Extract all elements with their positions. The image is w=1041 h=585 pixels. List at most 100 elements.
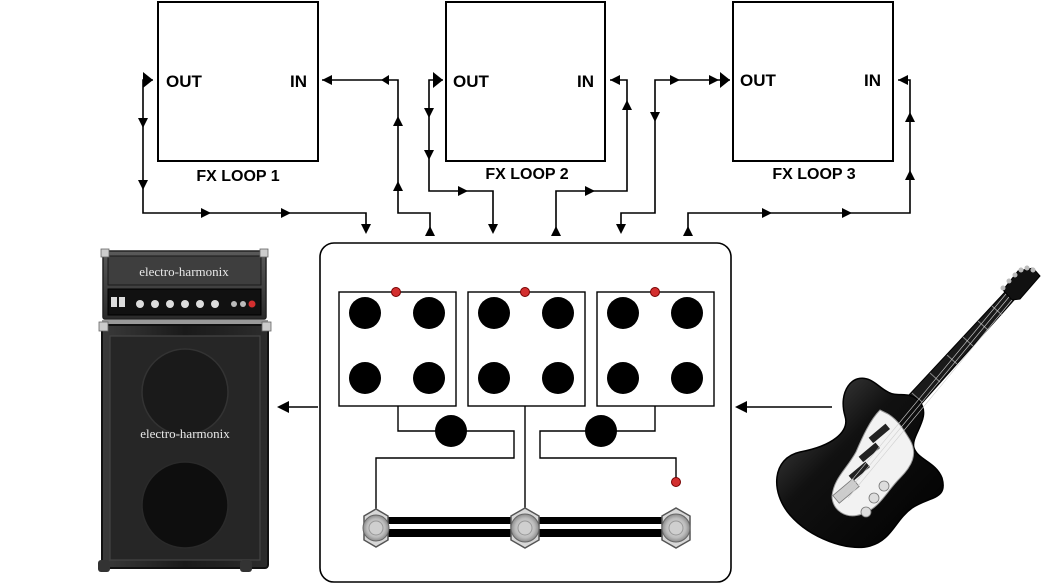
arrow-icon	[381, 75, 389, 85]
knob-icon	[181, 300, 189, 308]
arrow-icon	[670, 75, 680, 85]
tuning-pegs	[1000, 265, 1036, 291]
control-knobs	[860, 480, 890, 518]
arrow-icon	[424, 108, 434, 118]
switch-icon	[240, 301, 246, 307]
arrow-icon	[585, 186, 595, 196]
jack-icon	[542, 362, 574, 394]
arrow-icon	[610, 75, 620, 85]
jack-icon	[478, 362, 510, 394]
arrow-icon	[616, 224, 626, 234]
fx-loop-1-in-label: IN	[290, 72, 307, 91]
knob-icon	[211, 300, 219, 308]
arrow-icon	[898, 75, 908, 85]
fx-loop-2-box	[445, 1, 606, 162]
corner-cap-icon	[100, 248, 110, 258]
bridge-icon	[832, 478, 860, 504]
pickup-icon	[868, 423, 890, 444]
arrow-icon	[138, 118, 148, 128]
fx-loop-1-out-label: OUT	[166, 72, 203, 91]
cab-foot-icon	[98, 560, 110, 572]
input-jack-icon	[111, 297, 117, 307]
fx-loop-3-out-label: OUT	[740, 71, 777, 90]
arrow-icon	[488, 224, 498, 234]
flow-arrows	[138, 72, 915, 236]
led-indicator	[650, 287, 660, 297]
jack-panel-2	[467, 287, 586, 407]
fx-loop-3-name: FX LOOP 3	[772, 166, 855, 183]
knob-icon	[435, 415, 467, 447]
guitar-frets	[911, 305, 1003, 403]
knob-icon	[151, 300, 159, 308]
footswitch-1[interactable]	[362, 508, 390, 548]
arrow-icon	[143, 72, 153, 88]
knob-icon	[860, 506, 872, 518]
arrow-icon	[322, 75, 332, 85]
fx-loop-2-out-label: OUT	[453, 72, 490, 91]
arrow-icon	[458, 186, 468, 196]
amp-cab-brand: electro-harmonix	[140, 426, 230, 441]
guitar-strings	[841, 293, 1013, 499]
arrow-icon	[424, 150, 434, 160]
arrow-icon	[650, 112, 660, 122]
arrow-left-icon	[277, 401, 289, 413]
arrow-icon	[361, 224, 371, 234]
internal-wiring	[375, 406, 677, 511]
jack-panel-3	[596, 287, 715, 407]
led-indicator	[671, 477, 681, 487]
knob-icon	[585, 415, 617, 447]
jack-icon	[349, 297, 381, 329]
led-indicator	[391, 287, 401, 297]
arrow-icon	[138, 180, 148, 190]
arrow-icon	[720, 72, 730, 88]
jack-icon	[413, 297, 445, 329]
fx-loop-2-in-label: IN	[577, 72, 594, 91]
arrow-icon	[905, 170, 915, 180]
knob-icon	[196, 300, 204, 308]
switch-icon	[231, 301, 237, 307]
amp-head: electro-harmonix	[100, 248, 269, 320]
corner-cap-icon	[261, 321, 272, 332]
pickup-icon	[858, 442, 880, 463]
arrow-icon	[709, 75, 719, 85]
looper-pedal	[319, 242, 732, 583]
arrow-icon	[201, 208, 211, 218]
jack-icon	[349, 362, 381, 394]
amp-cabinet: electro-harmonix	[98, 320, 272, 572]
loop-2-send-cable	[555, 79, 628, 236]
footswitch-2[interactable]	[510, 507, 540, 549]
arrow-icon	[683, 226, 693, 236]
electric-guitar	[776, 265, 1041, 549]
arrow-icon	[762, 208, 772, 218]
arrow-icon	[425, 226, 435, 236]
fx-loop-3-box	[732, 1, 894, 162]
arrow-icon	[622, 100, 632, 110]
corner-cap-icon	[98, 321, 109, 332]
footswitch-3[interactable]	[661, 507, 691, 549]
speaker-icon	[141, 461, 229, 549]
fx-loop-2-name: FX LOOP 2	[485, 166, 568, 183]
fx-loop-1: OUT IN FX LOOP 1	[157, 1, 319, 185]
main-signal-arrows	[277, 401, 832, 413]
jack-icon	[607, 362, 639, 394]
jack-icon	[413, 362, 445, 394]
jack-icon	[607, 297, 639, 329]
fx-loop-1-box	[157, 1, 319, 162]
arrow-icon	[281, 208, 291, 218]
speaker-icon	[141, 348, 229, 436]
loop-3-return-cable	[620, 79, 730, 232]
arrow-icon	[551, 226, 561, 236]
jack-icon	[478, 297, 510, 329]
amplifier-stack: electro-harmonix electro-harmonix	[98, 248, 272, 572]
led-indicator	[520, 287, 530, 297]
arrow-icon	[393, 181, 403, 191]
jack-icon	[542, 297, 574, 329]
corner-cap-icon	[259, 248, 269, 258]
fx-loop-1-name: FX LOOP 1	[196, 168, 279, 185]
knob-icon	[136, 300, 144, 308]
arrow-icon	[433, 72, 443, 88]
knob-icon	[166, 300, 174, 308]
knob-icon	[878, 480, 890, 492]
jack-icon	[671, 362, 703, 394]
